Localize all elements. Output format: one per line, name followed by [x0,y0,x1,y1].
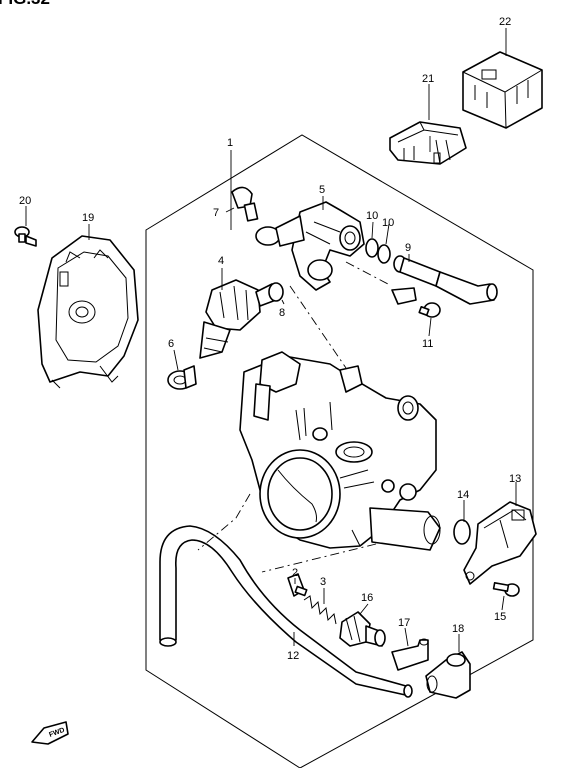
leader-lines [25,28,517,652]
part-3-spring [303,595,337,625]
part-6-seal [167,365,197,390]
part-11-screw [418,302,441,318]
part-18-cap [425,651,471,699]
part-21-connector [389,121,467,165]
centerlines [197,261,389,573]
callout-9: 9 [405,242,411,254]
part-10-oring-a [365,238,379,258]
part-4-injector [199,279,277,359]
callout-6: 6 [168,338,174,350]
part-2-screw [287,573,308,597]
callout-14: 14 [457,489,469,501]
callout-18: 18 [452,623,464,635]
part-12-hose [159,525,413,698]
callout-15: 15 [494,611,506,623]
callout-17: 17 [398,617,410,629]
callout-3: 3 [320,576,326,588]
part-9-pipe [391,255,498,305]
part-14-oring [453,519,471,545]
part-7-screw [231,186,259,222]
part-17-hose [391,638,429,671]
callout-7: 7 [213,207,219,219]
callout-22: 22 [499,16,511,28]
throttle-body [239,351,441,551]
figure-title: FIG.32 [0,0,50,8]
callout-10b: 10 [382,217,394,229]
part-19-cover [37,235,139,389]
callout-4: 4 [218,255,224,267]
callout-5: 5 [319,184,325,196]
callout-8: 8 [279,307,285,319]
part-22-coupler [462,51,543,129]
callout-labels: 1 2 3 4 5 6 7 8 9 10 10 11 12 13 14 15 1… [19,16,521,662]
part-5-holder [255,201,365,291]
part-20-screw [14,226,37,247]
part-10-oring-b [377,244,391,264]
callout-13: 13 [509,473,521,485]
callout-1: 1 [227,137,233,149]
part-15-screw [492,582,520,597]
fwd-arrow-icon: FWD [31,721,69,745]
part-16-fitting [339,611,386,647]
callout-16: 16 [361,592,373,604]
callout-21: 21 [422,73,434,85]
callout-12: 12 [287,650,299,662]
assembly-outline [145,134,534,768]
callout-11: 11 [422,338,433,350]
part-8-oring [268,282,284,302]
callout-19: 19 [82,212,94,224]
part-13-sensor [463,501,537,585]
callout-10a: 10 [366,210,378,222]
callout-2: 2 [292,567,298,579]
callout-20: 20 [19,195,31,207]
